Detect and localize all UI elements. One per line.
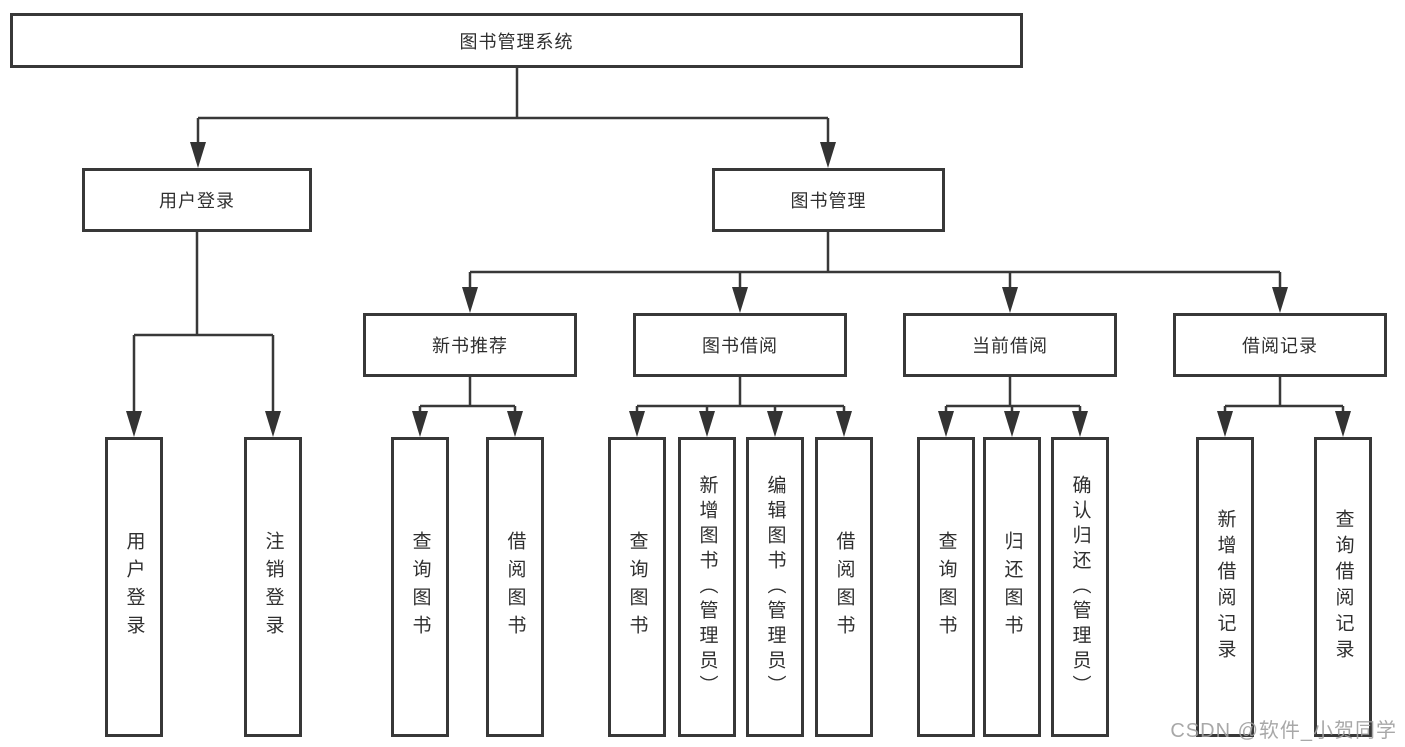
node-label: 注销登录: [262, 531, 284, 643]
leaf-logout: 注销登录: [244, 437, 302, 737]
node-label: 新增图书（管理员）: [696, 474, 718, 700]
node-label: 查询图书: [626, 531, 648, 643]
node-label: 查询图书: [935, 531, 957, 643]
node-user-login: 用户登录: [82, 168, 312, 232]
watermark: CSDN @软件_小贺同学: [1170, 720, 1397, 742]
leaf-borrow-books: 借阅图书: [815, 437, 873, 737]
node-label: 新书推荐: [432, 336, 508, 356]
node-label: 归还图书: [1001, 531, 1023, 643]
node-label: 新增借阅记录: [1214, 509, 1236, 665]
node-label: 借阅图书: [504, 531, 526, 643]
leaf-return-books: 归还图书: [983, 437, 1041, 737]
leaf-edit-books-admin: 编辑图书（管理员）: [746, 437, 804, 737]
node-label: 图书借阅: [702, 336, 778, 356]
node-label: 查询借阅记录: [1332, 509, 1354, 665]
leaf-add-borrow-record: 新增借阅记录: [1196, 437, 1254, 737]
leaf-query-books-current: 查询图书: [917, 437, 975, 737]
node-label: 编辑图书（管理员）: [764, 474, 786, 700]
leaf-user-login: 用户登录: [105, 437, 163, 737]
node-label: 图书管理: [790, 191, 867, 211]
node-label: 当前借阅: [972, 336, 1048, 356]
node-label: 借阅记录: [1242, 336, 1318, 356]
node-label: 用户登录: [123, 531, 145, 643]
leaf-query-books-recommend: 查询图书: [391, 437, 449, 737]
node-label: 用户登录: [159, 191, 235, 211]
leaf-query-books-borrowing: 查询图书: [608, 437, 666, 737]
leaf-query-borrow-record: 查询借阅记录: [1314, 437, 1372, 737]
node-label: 确认归还（管理员）: [1069, 474, 1091, 700]
node-new-book-recommend: 新书推荐: [363, 313, 577, 377]
leaf-confirm-return-admin: 确认归还（管理员）: [1051, 437, 1109, 737]
node-book-management: 图书管理: [712, 168, 945, 232]
node-current-borrowing: 当前借阅: [903, 313, 1117, 377]
node-borrowing-records: 借阅记录: [1173, 313, 1387, 377]
node-label: 图书管理系统: [459, 31, 574, 52]
node-library-management-system: 图书管理系统: [10, 13, 1023, 68]
leaf-add-books-admin: 新增图书（管理员）: [678, 437, 736, 737]
node-book-borrowing: 图书借阅: [633, 313, 847, 377]
node-label: 查询图书: [409, 531, 431, 643]
leaf-borrow-books-recommend: 借阅图书: [486, 437, 544, 737]
node-label: 借阅图书: [833, 531, 855, 643]
